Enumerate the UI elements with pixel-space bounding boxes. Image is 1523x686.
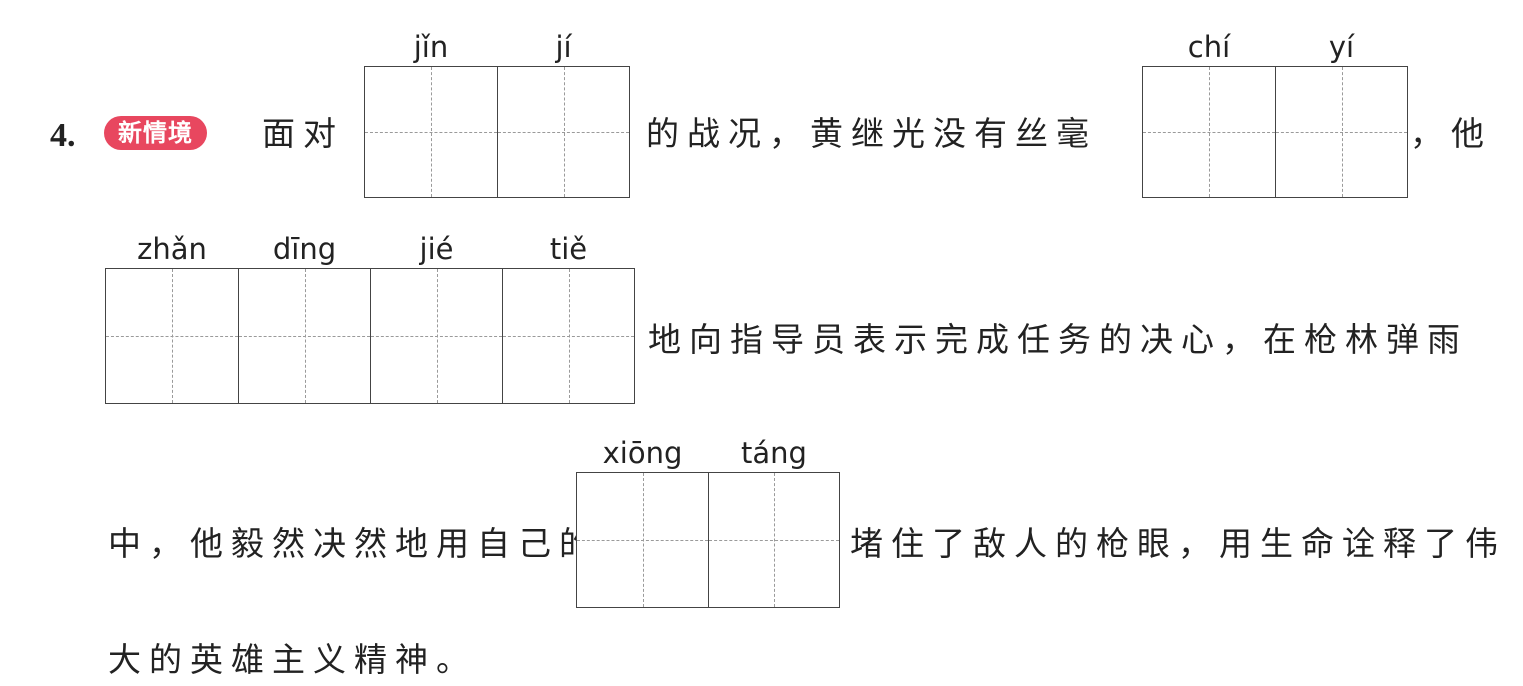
text-segment-2: 的战况，黄继光没有丝毫 — [646, 114, 1097, 153]
text-segment-6: 堵住了敌人的枪眼，用生命诠释了伟 — [850, 524, 1506, 563]
writing-cell[interactable]: yí — [1275, 30, 1407, 197]
pinyin-label: tiě — [549, 232, 588, 266]
text-segment-7: 大的英雄主义精神。 — [108, 640, 477, 679]
text-segment-3: ，他 — [1410, 114, 1492, 153]
blank-4-writing-grid[interactable]: xiōng táng — [576, 436, 840, 608]
new-context-badge: 新情境 — [104, 116, 207, 150]
pinyin-label: jǐn — [413, 30, 449, 64]
text-segment-4: 地向指导员表示完成任务的决心，在枪林弹雨 — [648, 320, 1468, 359]
blank-1-writing-grid[interactable]: jǐn jí — [364, 30, 630, 198]
writing-cell[interactable]: xiōng — [577, 436, 708, 607]
pinyin-label: jié — [419, 232, 454, 266]
writing-cell[interactable]: tiě — [502, 232, 634, 403]
pinyin-label: táng — [741, 436, 807, 470]
writing-cell[interactable]: zhǎn — [106, 232, 238, 403]
text-segment-1: 面对 — [262, 114, 344, 153]
blank-2-writing-grid[interactable]: chí yí — [1142, 30, 1408, 198]
pinyin-label: jí — [555, 30, 572, 64]
pinyin-label: chí — [1187, 30, 1231, 64]
question-number: 4. — [50, 117, 76, 154]
pinyin-label: zhǎn — [137, 232, 207, 266]
writing-cell[interactable]: jí — [497, 30, 629, 197]
writing-cell[interactable]: jǐn — [365, 30, 497, 197]
blank-3-writing-grid[interactable]: zhǎn dīng jié tiě — [105, 232, 635, 404]
writing-cell[interactable]: chí — [1143, 30, 1275, 197]
writing-cell[interactable]: jié — [370, 232, 502, 403]
pinyin-label: yí — [1328, 30, 1355, 64]
writing-cell[interactable]: táng — [708, 436, 839, 607]
pinyin-label: dīng — [272, 232, 337, 266]
pinyin-label: xiōng — [602, 436, 683, 470]
text-segment-5: 中，他毅然决然地用自己的 — [108, 524, 600, 563]
writing-cell[interactable]: dīng — [238, 232, 370, 403]
